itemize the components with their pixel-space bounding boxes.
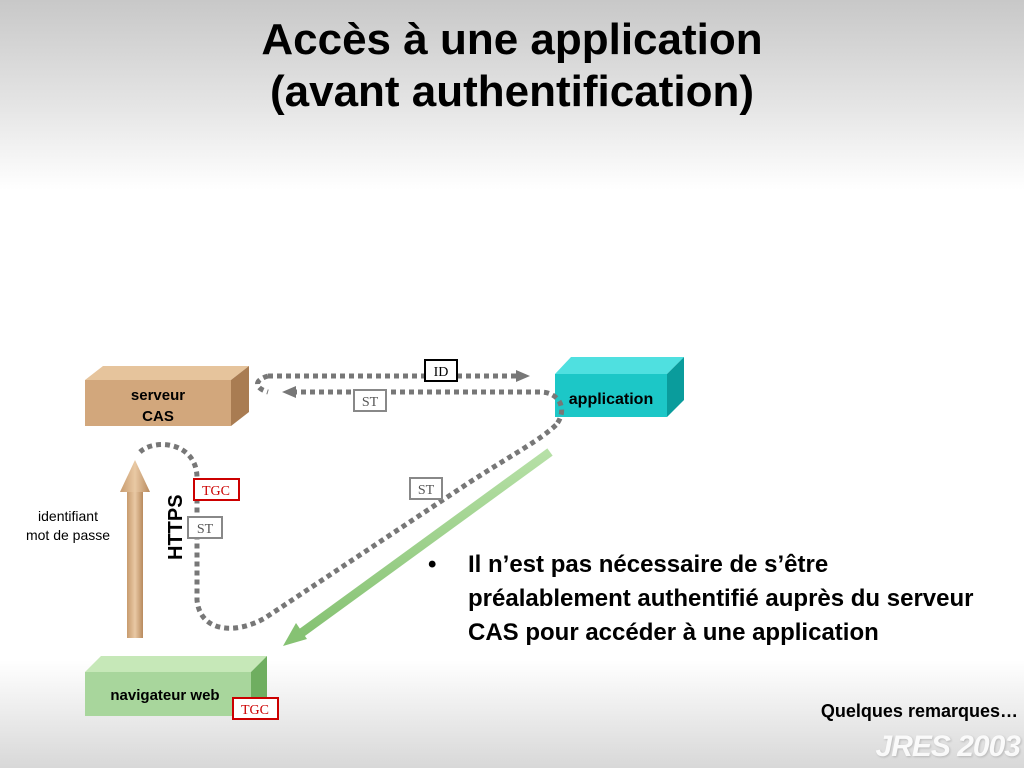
id-token-text: ID <box>434 365 449 380</box>
st-token-text-top: ST <box>362 395 379 410</box>
cas-app-dotted-flow <box>255 373 564 427</box>
bullet-text: Il n’est pas nécessaire de s’être préala… <box>468 551 974 646</box>
title-line-2: (avant authentification) <box>269 67 755 116</box>
tgc-token-text-browser: TGC <box>241 703 269 718</box>
redirect-arrow <box>283 448 553 646</box>
cas-server-label-1: serveur <box>131 387 185 404</box>
browser-box: navigateur web <box>85 656 267 716</box>
credentials-arrow <box>120 460 150 638</box>
cas-server-box: serveur CAS <box>85 366 249 426</box>
slide-title: Accès à une application (avant authentif… <box>0 14 1024 118</box>
title-line-1: Accès à une application <box>261 15 763 64</box>
browser-label: navigateur web <box>110 687 219 704</box>
credentials-label-1: identifiant <box>38 508 98 524</box>
application-label: application <box>569 391 653 408</box>
id-token-tag: ID <box>424 359 458 382</box>
st-token-text-left: ST <box>197 522 214 537</box>
footer-note: Quelques remarques… <box>820 701 1018 721</box>
st-token-tag-top: ST <box>353 389 387 412</box>
tgc-token-tag-browser: TGC <box>232 697 279 720</box>
st-token-tag-left: ST <box>187 516 223 539</box>
bullet-point: • Il n’est pas nécessaire de s’être préa… <box>428 548 988 650</box>
arrowhead-to-app <box>516 370 530 382</box>
tgc-token-tag-cas: TGC <box>193 478 240 501</box>
application-box: application <box>555 357 684 417</box>
bullet-dot: • <box>428 551 437 578</box>
arrowhead-to-cas <box>282 386 296 398</box>
https-label: HTTPS <box>165 494 187 560</box>
tgc-token-text-cas: TGC <box>202 484 230 499</box>
st-token-text-mid: ST <box>418 483 435 498</box>
st-token-tag-mid: ST <box>409 477 443 500</box>
st-dotted-flow <box>138 423 558 631</box>
watermark-logo: JRES 2003 <box>875 730 1021 763</box>
credentials-label-2: mot de passe <box>26 527 110 543</box>
cas-server-label-2: CAS <box>142 408 174 425</box>
